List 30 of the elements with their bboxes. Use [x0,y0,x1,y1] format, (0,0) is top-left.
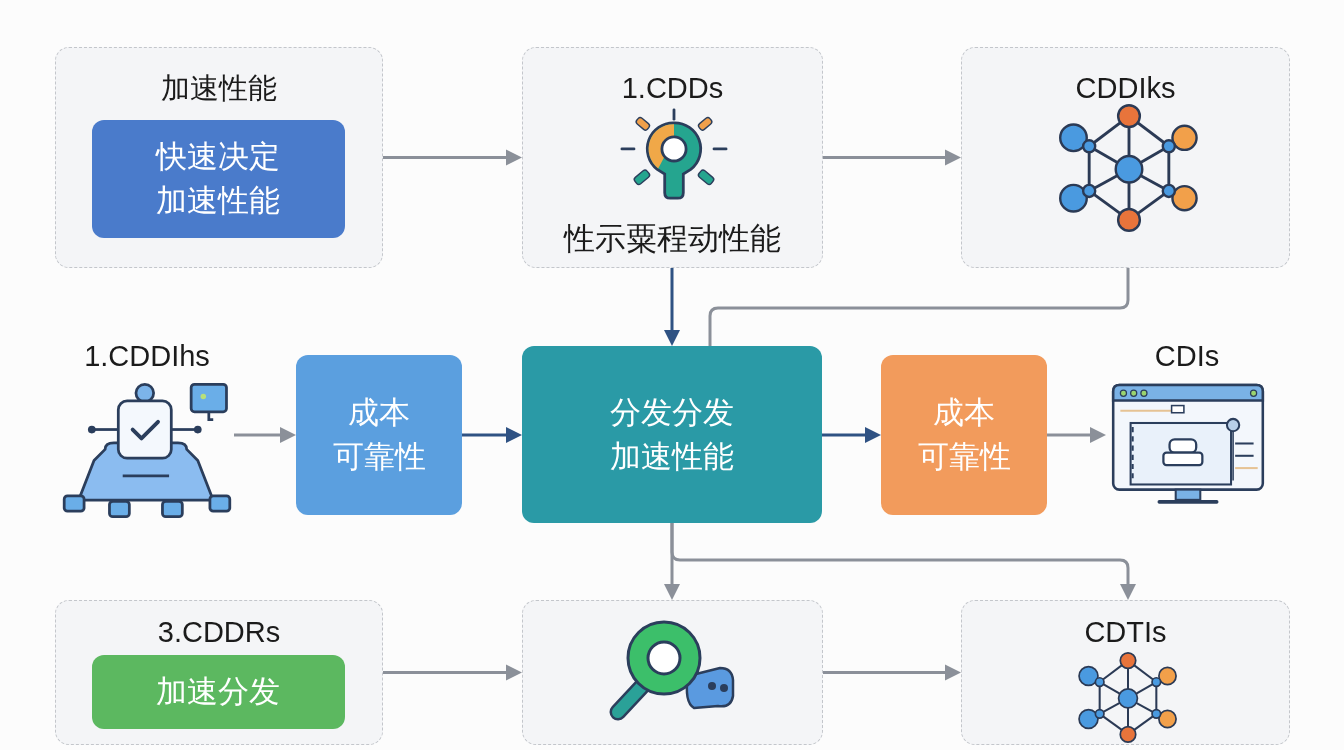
box-heading: 3.CDDRs [157,615,281,650]
connector-line [708,268,1130,346]
box-heading: CDDIks [1075,71,1176,106]
group-box [522,600,823,745]
icon-label: CDIs [1154,339,1220,374]
arrow [383,149,522,166]
arrow [1047,426,1106,444]
icon-label: 1.CDDIhs [84,339,210,374]
process-box: 成本可靠性 [296,355,462,515]
arrow [670,523,1137,600]
process-box: 加速分发 [91,654,345,729]
box-heading: 加速性能 [161,71,277,106]
group-box [55,47,383,268]
group-box [961,600,1290,745]
arrow [663,268,681,346]
process-box: 成本可靠性 [881,355,1047,515]
box-heading: 1.CDDs [621,71,724,106]
arrow [234,426,296,444]
arrow [383,664,522,681]
box-caption: 性示粟程动性能 [564,220,781,258]
process-box: 分发分发加速性能 [522,346,822,523]
group-box [55,600,383,745]
arrow [823,664,961,681]
group-box [961,47,1290,268]
box-heading: CDTIs [1084,615,1167,650]
arrow [823,149,961,166]
arrow [462,426,522,444]
process-box: 快速决定加速性能 [91,119,345,238]
group-box [522,47,823,268]
arrow [822,426,881,444]
